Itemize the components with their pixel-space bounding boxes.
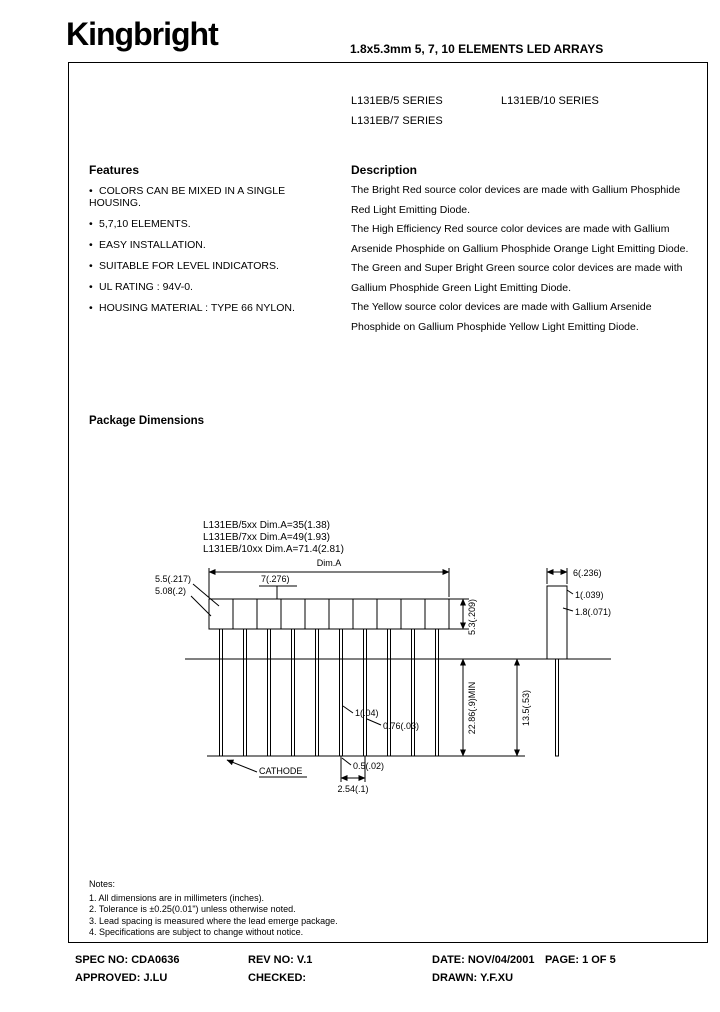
feature-item: • EASY INSTALLATION. [89,239,339,251]
dim-label-0-5: 0.5(.02) [353,761,384,771]
feature-item-label: SUITABLE FOR LEVEL INDICATORS. [99,260,279,272]
feature-item-label: 5,7,10 ELEMENTS. [99,218,191,230]
side-view [546,568,574,757]
bullet-icon: • [89,302,93,314]
dim-label-13-5: 13.5(.53) [521,690,531,726]
note-item: 2. Tolerance is ±0.25(0.01") unless othe… [89,904,296,914]
feature-item: • HOUSING MATERIAL : TYPE 66 NYLON. [89,302,339,314]
series-name-7: L131EB/7 SERIES [351,115,443,127]
feature-item: • UL RATING : 94V-0. [89,281,339,293]
series-name-10: L131EB/10 SERIES [501,95,599,107]
feature-item-label: COLORS CAN BE MIXED IN A SINGLE HOUSING. [89,185,286,209]
dim-label-variant-10: L131EB/10xx Dim.A=71.4(2.81) [203,544,344,555]
bullet-icon: • [89,239,93,251]
description-heading: Description [351,163,418,177]
footer-drawn: DRAWN: Y.F.XU [432,972,514,984]
footer-spec-no: SPEC NO: CDA0636 [75,954,180,966]
notes-heading: Notes: [89,879,116,889]
kingbright-logo: Kingbright [66,15,219,53]
dim-label-5-5: 5.5(.217) [155,574,191,584]
footer-date: DATE: NOV/04/2001 [432,954,535,966]
series-name-5: L131EB/5 SERIES [351,95,443,107]
dimension-labels: Dim.A 5.5(.217) 5.08(.2) 7(.276) 5.3(.20… [155,558,611,794]
feature-item-label: UL RATING : 94V-0. [99,281,193,293]
description-paragraph: The High Efficiency Red source color dev… [351,223,689,255]
feature-item-label: EASY INSTALLATION. [99,239,206,251]
dim-label-7: 7(.276) [261,574,290,584]
note-item: 3. Lead spacing is measured where the le… [89,915,338,926]
bullet-icon: • [89,218,93,230]
description-paragraph: The Green and Super Bright Green source … [351,262,683,294]
features-list: •COLORS CAN BE MIXED IN A SINGLE HOUSING… [89,185,339,323]
dim-label-0-76: 0.76(.03) [383,721,419,731]
feature-item: • 5,7,10 ELEMENTS. [89,218,339,230]
cathode-label: CATHODE [259,766,302,776]
footer-page: PAGE: 1 OF 5 [545,954,616,966]
features-heading: Features [89,163,140,177]
footer-checked: CHECKED: [248,972,307,984]
dim-label-1-8: 1.8(.071) [575,607,611,617]
dim-label-variant-7: L131EB/7xx Dim.A=49(1.93) [203,532,330,543]
notes-section: Notes: 1. All dimensions are in millimet… [89,879,338,939]
drawing-variant-table: L131EB/5xx Dim.A=35(1.38) L131EB/7xx Dim… [203,520,344,555]
content-box: L131EB/5 SERIES L131EB/10 SERIES L131EB/… [68,62,708,943]
dim-label-dim-a: Dim.A [317,558,342,568]
footer-approved: APPROVED: J.LU [75,972,168,984]
bullet-icon: • [89,260,93,272]
feature-item-label: HOUSING MATERIAL : TYPE 66 NYLON. [99,302,295,314]
feature-item: •COLORS CAN BE MIXED IN A SINGLE HOUSING… [89,185,339,209]
dim-label-2-54: 2.54(.1) [337,784,368,794]
dim-label-6: 6(.236) [573,568,602,578]
package-dimensions-drawing: L131EB/5xx Dim.A=35(1.38) L131EB/7xx Dim… [155,520,611,794]
page-title: 1.8x5.3mm 5, 7, 10 ELEMENTS LED ARRAYS [350,42,604,56]
dim-label-5-3: 5.3(.209) [467,599,477,635]
description-paragraph: The Bright Red source color devices are … [351,184,681,216]
dim-label-5-08: 5.08(.2) [155,586,186,596]
dim-label-variant-5: L131EB/5xx Dim.A=35(1.38) [203,520,330,531]
bullet-icon: • [89,185,93,197]
dim-label-22-86-min: 22.86(.9)MIN [467,682,477,735]
footer-rev-no: REV NO: V.1 [248,954,313,966]
note-item: 1. All dimensions are in millimeters (in… [89,892,265,903]
feature-item: • SUITABLE FOR LEVEL INDICATORS. [89,260,339,272]
dim-label-1: 1(.039) [575,590,604,600]
description-body: The Bright Red source color devices are … [351,181,689,337]
bullet-icon: • [89,281,93,293]
package-dimensions-heading: Package Dimensions [89,415,205,427]
description-paragraph: The Yellow source color devices are made… [351,301,652,333]
note-item: 4. Specifications are subject to change … [89,927,304,937]
front-view [185,568,611,782]
dim-label-1-04: 1(.04) [355,708,379,718]
